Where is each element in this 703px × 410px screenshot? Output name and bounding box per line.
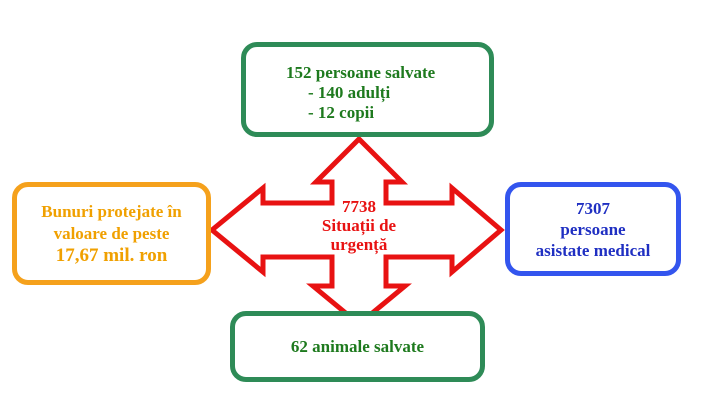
saved-adults: - 140 adulți xyxy=(308,83,391,102)
emergency-label-line-2: Situații de xyxy=(321,216,397,235)
saved-children: - 12 copii xyxy=(308,103,375,122)
medical-assistance-box: 7307 persoane asistate medical xyxy=(505,182,681,276)
protected-goods-line-1: Bunuri protejate în xyxy=(41,201,182,221)
emergency-situations-label: 7738 Situații de urgență xyxy=(292,197,426,254)
saved-people-total: 152 persoane salvate xyxy=(286,63,436,82)
protected-goods-box: Bunuri protejate în valoare de peste 17,… xyxy=(12,182,211,285)
saved-animals-box: 62 animale salvate xyxy=(230,311,485,382)
saved-animals-text: 62 animale salvate xyxy=(290,336,425,356)
medical-assistance-line-3: asistate medical xyxy=(535,240,651,260)
emergency-count: 7738 xyxy=(342,197,376,216)
saved-people-box: 152 persoane salvate - 140 adulți - 12 c… xyxy=(241,42,494,137)
medical-assistance-line-2: persoane xyxy=(560,219,626,239)
medical-assistance-count: 7307 xyxy=(576,198,610,218)
emergency-label-line-3: urgență xyxy=(330,235,388,254)
protected-goods-line-2: valoare de peste xyxy=(53,223,170,243)
protected-goods-value: 17,67 mil. ron xyxy=(55,244,168,266)
